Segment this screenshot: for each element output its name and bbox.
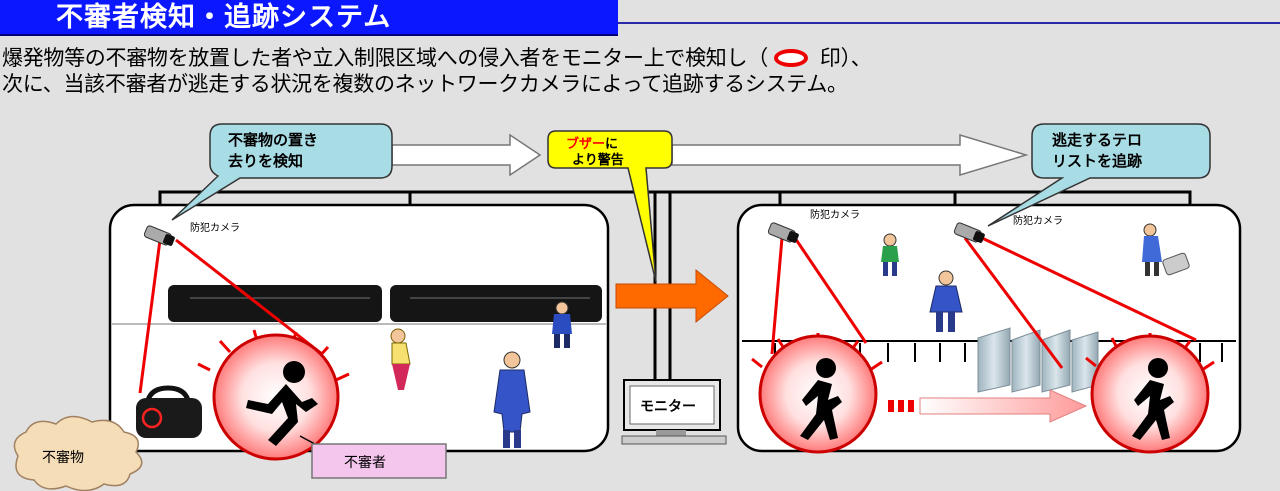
camera-label-right-2: 防犯カメラ xyxy=(1013,214,1063,227)
page-title: 不審者検知・追跡システム xyxy=(0,0,618,36)
description-line-2: 次に、当該不審者が逃走する状況を複数のネットワークカメラによって追跡するシステム… xyxy=(2,72,848,96)
camera-label-left: 防犯カメラ xyxy=(190,221,240,234)
suspicious-object-label: 不審物 xyxy=(42,450,84,466)
description-line-1: 爆発物等の不審物を放置した者や立入制限区域への侵入者をモニター上で検知し（ 印）、 xyxy=(2,46,872,70)
transition-arrow xyxy=(616,270,728,322)
description-text-1: 爆発物等の不審物を放置した者や立入制限区域への侵入者をモニター上で検知し（ xyxy=(2,46,768,70)
camera-label-right-1: 防犯カメラ xyxy=(810,208,860,221)
red-circle-marker-icon xyxy=(774,49,808,67)
buzzer-word: ブザー xyxy=(566,136,605,152)
marker-suffix-text: 印）、 xyxy=(820,46,872,70)
callout-right-line1: 逃走するテロ xyxy=(1052,131,1142,149)
flow-arrow-1 xyxy=(392,135,540,175)
buzzer-particle: に xyxy=(605,137,618,152)
suspicious-person-label: 不審者 xyxy=(344,455,386,471)
suspicious-person-box: 不審者 xyxy=(312,444,446,478)
callout-left-line2: 去りを検知 xyxy=(228,152,303,170)
monitor-label: モニター xyxy=(640,399,696,415)
system-diagram: 防犯カメラ 防犯カメラ 防犯カメラ 不審物の置き 去りを検知 ブザーに より警告… xyxy=(0,96,1280,491)
monitor-icon: モニター xyxy=(622,380,726,444)
flow-arrow-2 xyxy=(672,135,1026,175)
trail-dashes xyxy=(888,400,914,412)
buzzer-line2: より警告 xyxy=(572,152,624,168)
callout-right-line2: リストを追跡 xyxy=(1052,152,1142,170)
title-underline xyxy=(618,22,1280,24)
svg-text:ブザーに: ブザーに xyxy=(566,136,618,152)
callout-left-line1: 不審物の置き xyxy=(228,131,318,149)
